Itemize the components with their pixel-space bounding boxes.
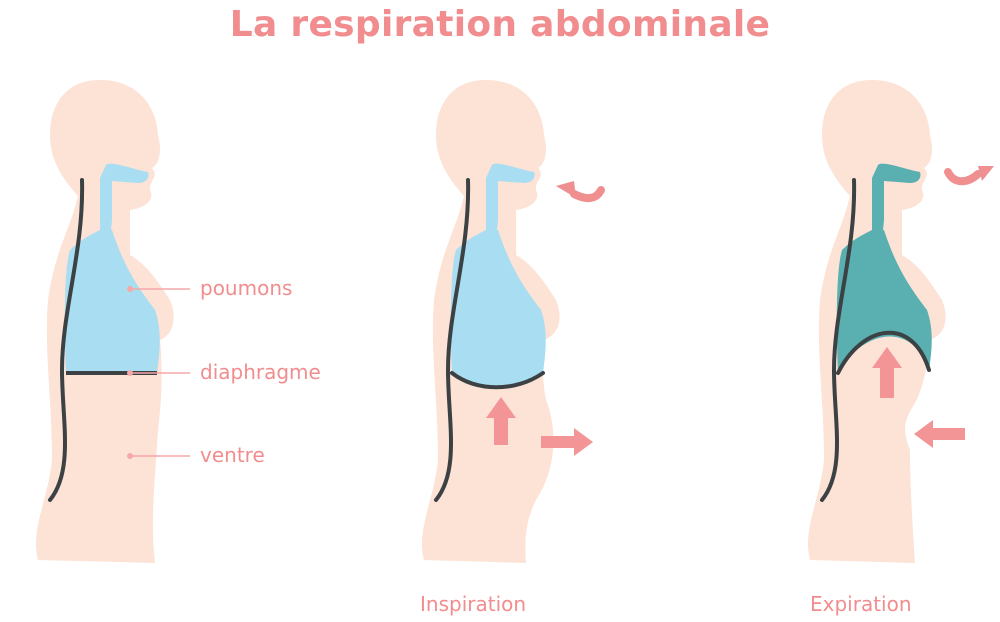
label-diaphragm: diaphragme bbox=[200, 360, 321, 384]
caption-inspiration: Inspiration bbox=[420, 592, 527, 616]
figure-expiration bbox=[807, 80, 994, 563]
arrow-icon bbox=[486, 397, 516, 445]
diaphragm-line bbox=[450, 371, 545, 390]
curved-arrow-icon bbox=[570, 186, 605, 203]
curved-arrow-icon bbox=[978, 166, 994, 181]
spine-line bbox=[434, 178, 471, 502]
figure-inspiration bbox=[421, 80, 605, 563]
label-belly: ventre bbox=[200, 443, 265, 467]
arrow-icon bbox=[541, 428, 593, 456]
diaphragm-line bbox=[836, 330, 931, 375]
lungs bbox=[64, 230, 160, 373]
lungs bbox=[450, 230, 546, 386]
label-lungs: poumons bbox=[200, 276, 293, 300]
leader-diaphragm-dot bbox=[127, 370, 133, 376]
leader-belly-dot bbox=[127, 453, 133, 459]
caption-expiration: Expiration bbox=[810, 592, 912, 616]
arrow-icon bbox=[872, 347, 902, 398]
figure-anatomy bbox=[35, 80, 190, 563]
arrow-icon bbox=[914, 420, 965, 448]
spine-line bbox=[48, 178, 85, 502]
spine-line bbox=[820, 178, 857, 502]
curved-arrow-icon bbox=[556, 181, 576, 198]
leader-lungs-dot bbox=[127, 286, 133, 292]
page-title: La respiration abdominale bbox=[229, 4, 771, 45]
curved-arrow-icon bbox=[944, 168, 982, 186]
